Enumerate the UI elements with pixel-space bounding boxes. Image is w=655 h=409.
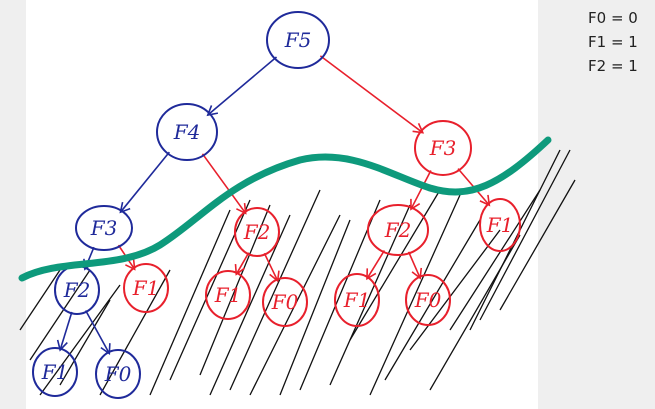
- pruned-hatching: [19, 149, 576, 396]
- tree-edge: [410, 170, 432, 210]
- node-circle: [414, 120, 472, 176]
- tree-node: F2: [54, 265, 100, 315]
- tree-edge: [263, 252, 279, 282]
- hatch-stroke: [59, 299, 111, 386]
- arrow-head-icon: [100, 343, 111, 355]
- tree-node: F1: [123, 263, 169, 313]
- tree-edge: [407, 251, 421, 279]
- node-label: F0: [271, 290, 299, 314]
- tree-edge: [319, 55, 424, 134]
- hatch-stroke: [349, 189, 441, 341]
- hatch-stroke: [329, 204, 411, 386]
- tree-node: F1: [32, 347, 78, 397]
- arrow-head-icon: [410, 198, 421, 211]
- tree-edge: [235, 252, 250, 275]
- node-label: F0: [414, 288, 442, 312]
- hatch-stroke: [299, 199, 381, 391]
- arrow-head-icon: [269, 270, 280, 283]
- tree-node: F0: [262, 277, 308, 327]
- hatch-stroke: [149, 209, 231, 396]
- node-label: F2: [384, 218, 412, 242]
- hatch-stroke: [369, 194, 461, 396]
- memoization-cut-line: [18, 136, 552, 282]
- tree-node: F4: [156, 103, 218, 161]
- drawing-canvas: [26, 0, 538, 409]
- node-circle: [334, 273, 380, 327]
- tree-edge: [207, 56, 278, 116]
- arrow-head-icon: [125, 258, 136, 271]
- hatch-stroke: [279, 219, 351, 396]
- node-circle: [205, 270, 251, 320]
- node-circle: [479, 198, 521, 252]
- node-label: F1: [41, 360, 69, 384]
- tree-node: F5: [266, 11, 330, 69]
- hatch-stroke: [469, 149, 561, 331]
- node-label: F3: [90, 216, 118, 240]
- node-circle: [405, 274, 451, 326]
- node-circle: [75, 205, 133, 251]
- hatch-stroke: [449, 189, 541, 331]
- hatch-stroke: [19, 269, 61, 331]
- node-label: F4: [173, 120, 201, 144]
- tree-node: F0: [405, 274, 451, 326]
- node-label: F1: [132, 276, 160, 300]
- tree-node: F3: [414, 120, 472, 176]
- node-circle: [32, 347, 78, 397]
- arrow-head-icon: [119, 201, 131, 214]
- node-circle: [262, 277, 308, 327]
- arrow-head-icon: [234, 263, 246, 276]
- tree-edge: [366, 250, 386, 280]
- hatch-stroke: [229, 189, 321, 391]
- tree-edge: [201, 153, 247, 214]
- hatch-stroke: [499, 179, 576, 311]
- arrow-head-icon: [411, 267, 423, 280]
- node-circle: [95, 349, 141, 399]
- arrow-head-icon: [206, 105, 219, 117]
- tree-edge: [84, 310, 111, 354]
- tree-node: F1: [205, 270, 251, 320]
- node-label: F2: [243, 220, 271, 244]
- node-circle: [123, 263, 169, 313]
- base-cases-legend: F0 = 0 F1 = 1 F2 = 1: [588, 6, 638, 78]
- legend-f1: F1 = 1: [588, 33, 638, 51]
- hatch-stroke: [169, 199, 251, 381]
- hatch-stroke: [384, 219, 481, 381]
- node-circle: [266, 11, 330, 69]
- hatch-stroke: [99, 269, 171, 396]
- node-label: F2: [63, 278, 91, 302]
- node-label: F3: [429, 136, 457, 160]
- tree-node: F1: [334, 273, 380, 327]
- arrow-head-icon: [56, 339, 68, 352]
- tree-edges: [56, 55, 491, 355]
- node-circle: [234, 207, 280, 257]
- legend-f0: F0 = 0: [588, 9, 638, 27]
- legend-f2: F2 = 1: [588, 57, 638, 75]
- arrow-head-icon: [366, 268, 377, 281]
- hatch-stroke: [409, 229, 501, 351]
- node-label: F5: [284, 28, 312, 52]
- hatch-stroke: [479, 149, 571, 321]
- node-label: F1: [214, 283, 242, 307]
- tree-edge: [59, 311, 73, 351]
- node-label: F1: [343, 288, 371, 312]
- tree-node: F2: [367, 204, 429, 256]
- tree-node: F1: [479, 198, 521, 252]
- hatch-stroke: [29, 269, 91, 361]
- tree-node: F3: [75, 205, 133, 251]
- arrow-head-icon: [412, 122, 425, 134]
- tree-node: F0: [95, 349, 141, 399]
- tree-edge: [119, 151, 170, 213]
- arrow-head-icon: [479, 194, 491, 207]
- hatch-stroke: [39, 284, 121, 396]
- arrow-head-icon: [236, 202, 247, 215]
- node-label: F0: [104, 362, 132, 386]
- node-circle: [156, 103, 218, 161]
- tree-node: F2: [234, 207, 280, 257]
- node-circle: [367, 204, 429, 256]
- hatch-stroke: [199, 204, 271, 376]
- hatch-stroke: [249, 214, 341, 396]
- node-label: F1: [486, 213, 514, 237]
